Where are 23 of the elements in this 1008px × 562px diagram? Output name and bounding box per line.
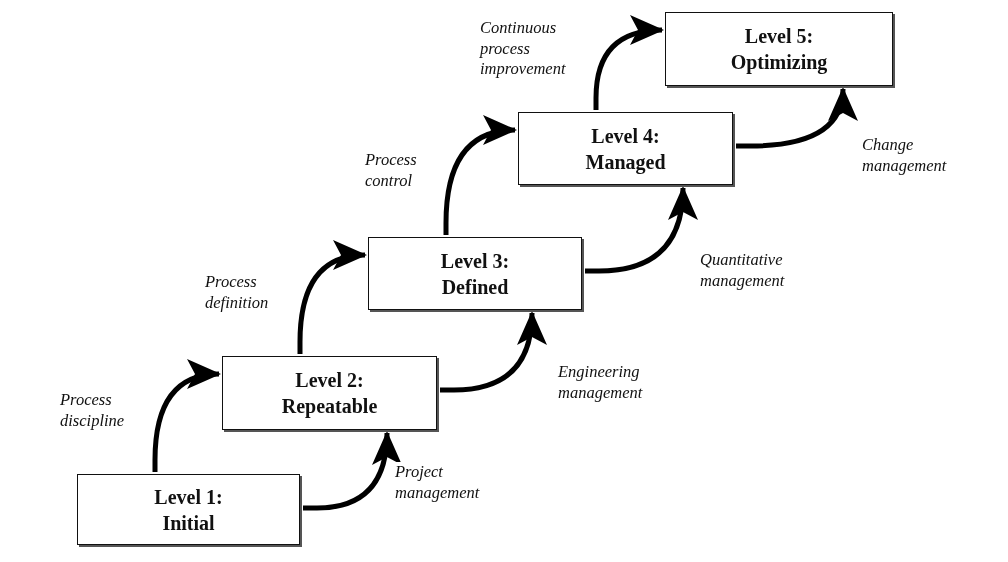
level-text: Level 4:: [591, 123, 660, 149]
level-text: Defined: [441, 274, 509, 300]
level-text: Level 2:: [295, 368, 364, 393]
level-text: Initial: [162, 510, 215, 536]
level-box: [518, 112, 733, 185]
curved-arrow: [593, 16, 664, 110]
level-box: [222, 356, 437, 430]
level-text: Optimizing: [730, 50, 828, 75]
level-text: Level 3:: [440, 248, 510, 274]
curved-arrow: [585, 186, 697, 274]
level-box: [77, 474, 300, 545]
curved-arrow: [440, 311, 546, 393]
curved-arrow: [736, 87, 856, 149]
curved-arrow: [443, 116, 517, 235]
level-box: [665, 12, 893, 86]
curved-arrow: [297, 241, 367, 354]
level-text: Level 5:: [744, 24, 814, 49]
curved-arrow: [152, 360, 221, 472]
curved-arrow: [303, 431, 401, 511]
level-text: Managed: [585, 149, 666, 175]
level-box: [368, 237, 582, 310]
level-text: Repeatable: [281, 394, 378, 419]
level-text: Level 1:: [154, 484, 223, 510]
